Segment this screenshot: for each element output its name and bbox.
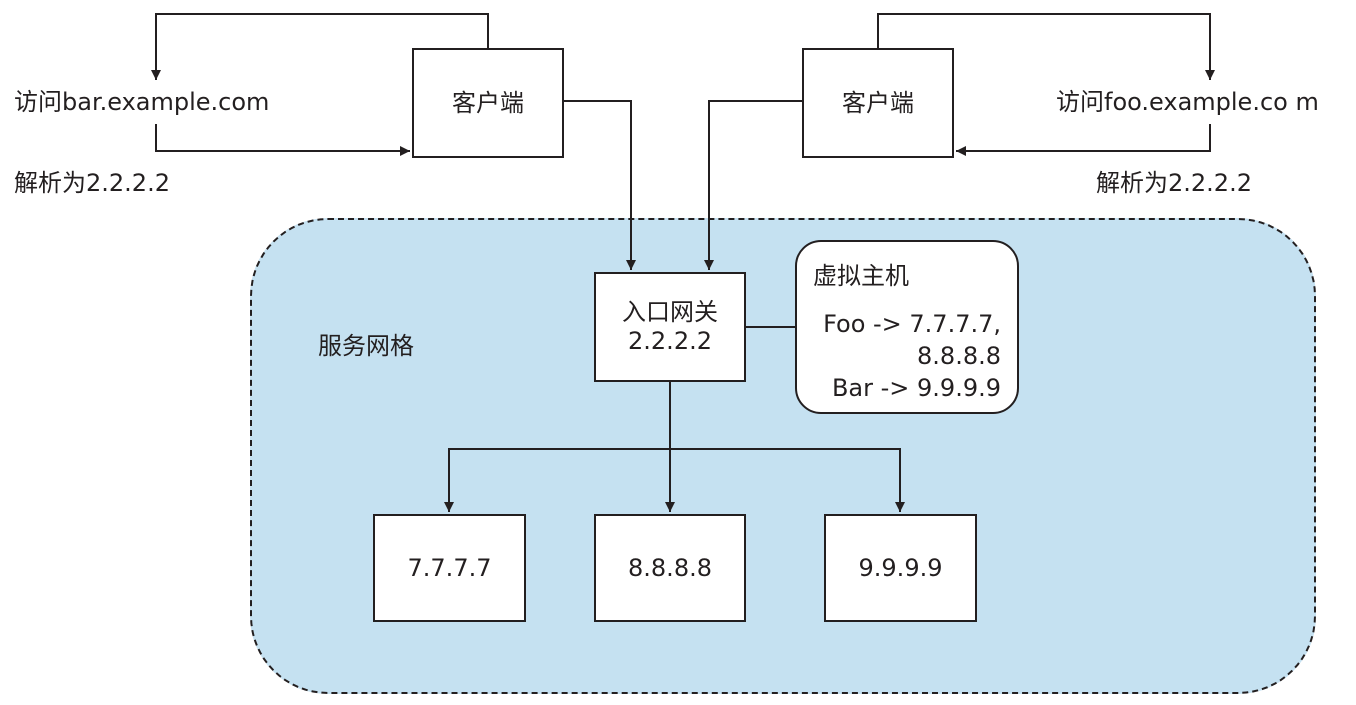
client-box-right: 客户端 xyxy=(802,48,954,158)
branch-to-backend-1-arrow xyxy=(444,448,670,512)
backend-box-1: 7.7.7.7 xyxy=(373,514,526,622)
client-right-label: 客户端 xyxy=(842,88,914,117)
resolve-right-text: 解析为2.2.2.2 xyxy=(1096,169,1252,197)
access-bar-text: 访问bar.example.com xyxy=(14,88,270,116)
resolve-left-text: 解析为2.2.2.2 xyxy=(14,169,170,197)
left-client-to-gateway-arrow xyxy=(564,100,636,270)
backend-ip-3: 9.9.9.9 xyxy=(858,553,943,582)
client-box-left: 客户端 xyxy=(412,48,564,158)
backend-ip-2: 8.8.8.8 xyxy=(628,553,712,582)
gateway-ip: 2.2.2.2 xyxy=(628,327,712,355)
virtual-host-rule-bar: Bar -> 9.9.9.9 xyxy=(831,374,1001,402)
service-mesh-label: 服务网格 xyxy=(318,332,414,360)
gateway-name: 入口网关 xyxy=(622,298,718,327)
right-client-to-access-arrow xyxy=(877,13,1215,80)
ingress-gateway-box: 入口网关 2.2.2.2 xyxy=(594,272,746,382)
left-client-to-access-arrow xyxy=(151,13,489,80)
backend-box-3: 9.9.9.9 xyxy=(824,514,977,622)
virtual-host-rule-foo-2: 8.8.8.8 xyxy=(917,342,1001,370)
virtual-host-title: 虚拟主机 xyxy=(813,262,909,290)
right-client-to-gateway-arrow xyxy=(704,100,802,270)
branch-to-backend-3-arrow xyxy=(670,448,905,512)
backend-box-2: 8.8.8.8 xyxy=(594,514,746,622)
left-resolve-to-client-arrow xyxy=(155,124,410,156)
virtual-host-rule-foo: Foo -> 7.7.7.7, xyxy=(823,310,1001,338)
right-resolve-to-client-arrow xyxy=(956,124,1211,156)
virtual-host-box: 虚拟主机 Foo -> 7.7.7.7, 8.8.8.8 Bar -> 9.9.… xyxy=(795,240,1019,414)
client-left-label: 客户端 xyxy=(452,88,524,117)
access-foo-text: 访问foo.example.co m xyxy=(1056,88,1319,116)
backend-ip-1: 7.7.7.7 xyxy=(407,553,492,582)
